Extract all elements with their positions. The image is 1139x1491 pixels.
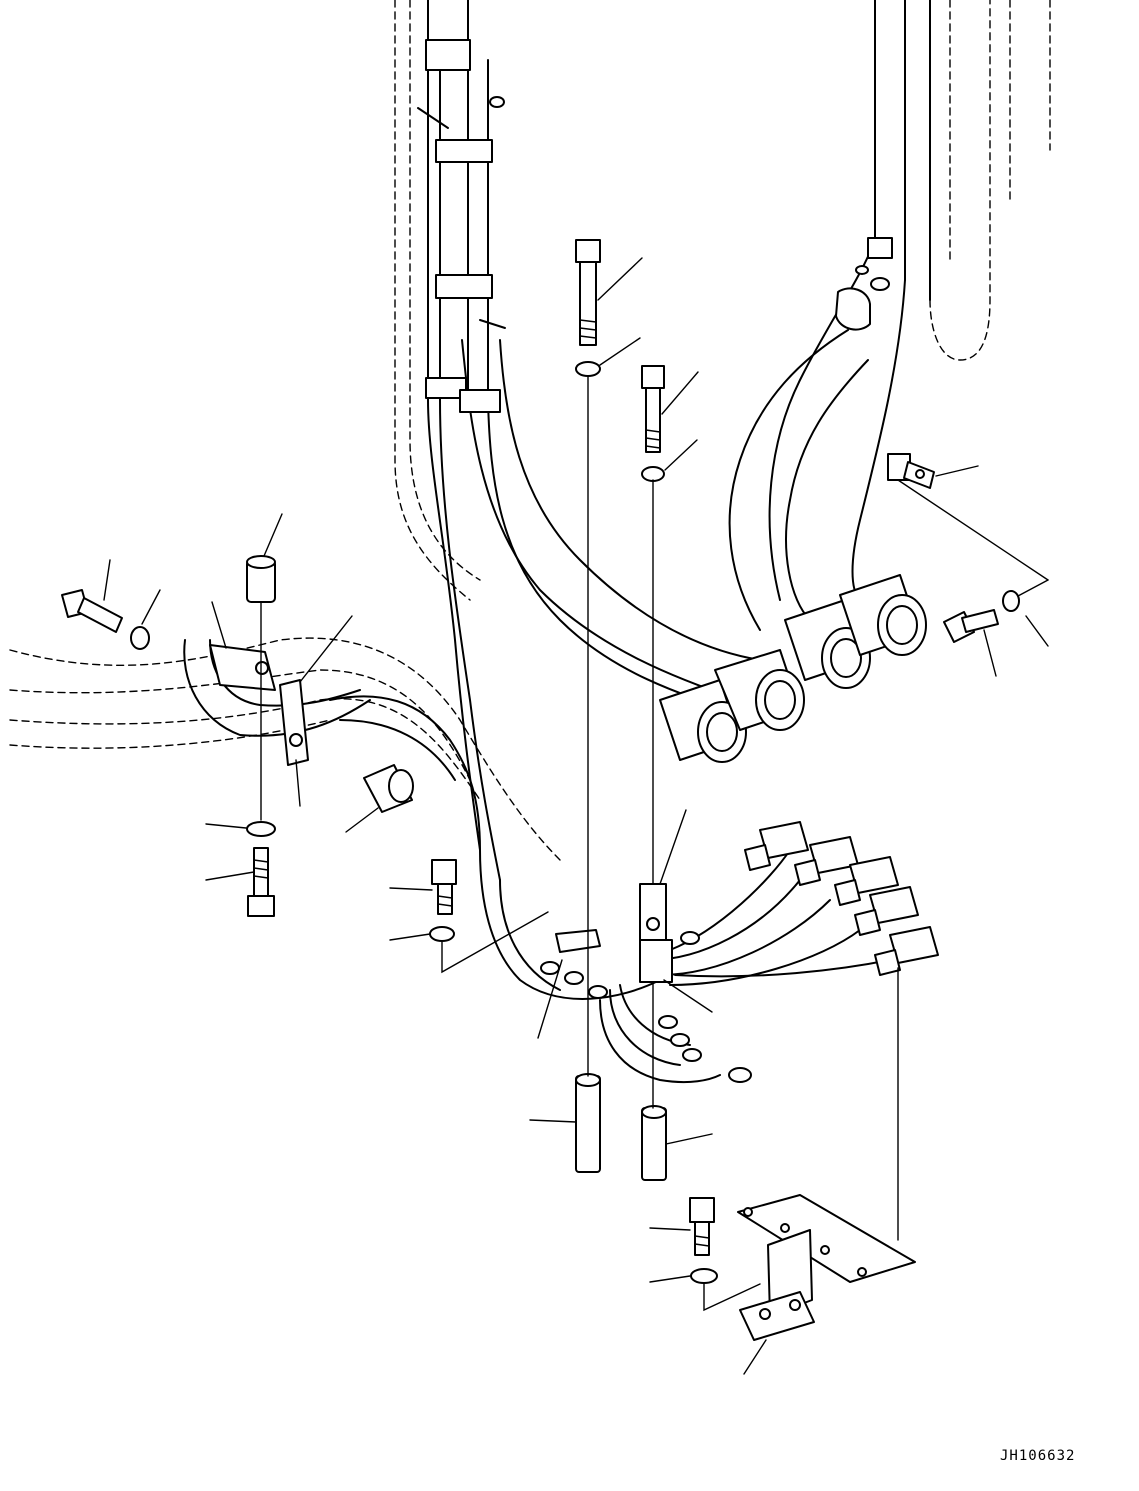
spacer-lower-right bbox=[641, 1105, 667, 1181]
washer-right bbox=[1002, 590, 1020, 612]
drawing-code: JH106632 bbox=[1000, 1448, 1076, 1464]
washer-bottom bbox=[690, 1268, 718, 1284]
clamp-left bbox=[209, 644, 309, 766]
spacer-lower-left bbox=[575, 1073, 601, 1173]
washer-left bbox=[130, 626, 150, 650]
hose-end-fittings bbox=[659, 574, 927, 763]
leader-lines bbox=[103, 257, 1049, 1375]
bolt-bottom bbox=[689, 1197, 715, 1256]
clamp-right bbox=[887, 453, 935, 489]
clamp-center bbox=[555, 883, 673, 983]
bolt-top-center bbox=[575, 239, 601, 346]
connector-bracket bbox=[737, 1194, 916, 1341]
washer-top-center bbox=[575, 361, 601, 377]
washer-center-left bbox=[429, 926, 455, 942]
bolt-top-right bbox=[641, 365, 665, 453]
washer-top-right bbox=[641, 466, 665, 482]
right-hose-bundle bbox=[728, 0, 1051, 631]
lower-harness bbox=[479, 821, 939, 1084]
bolt-right bbox=[943, 609, 999, 643]
spacer-left bbox=[363, 764, 414, 813]
vertical-hose-bundle bbox=[394, 0, 761, 881]
bolt-lower-left bbox=[247, 847, 275, 917]
bolt-center-left bbox=[431, 859, 457, 915]
assembly-lines bbox=[260, 375, 1049, 1312]
bolt-left bbox=[61, 589, 123, 633]
washer-lower-left bbox=[246, 821, 276, 837]
